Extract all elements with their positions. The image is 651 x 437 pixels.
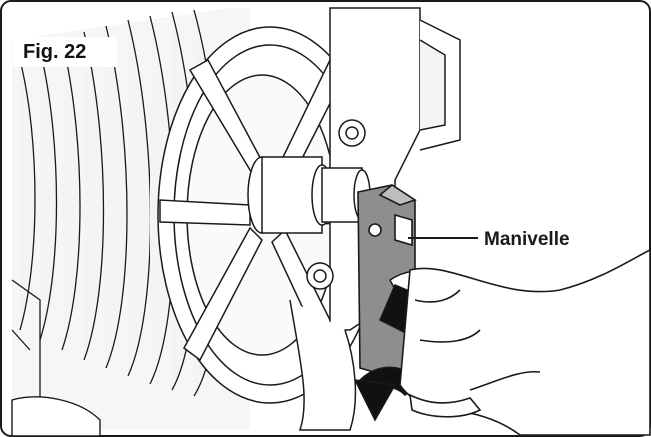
reel-frame-arm — [289, 7, 461, 431]
hand — [399, 248, 651, 436]
figure-label: Fig. 22 — [13, 37, 117, 67]
axle-hub — [247, 156, 371, 234]
base-detail — [11, 396, 101, 437]
callout-label-crank: Manivelle — [484, 229, 570, 250]
